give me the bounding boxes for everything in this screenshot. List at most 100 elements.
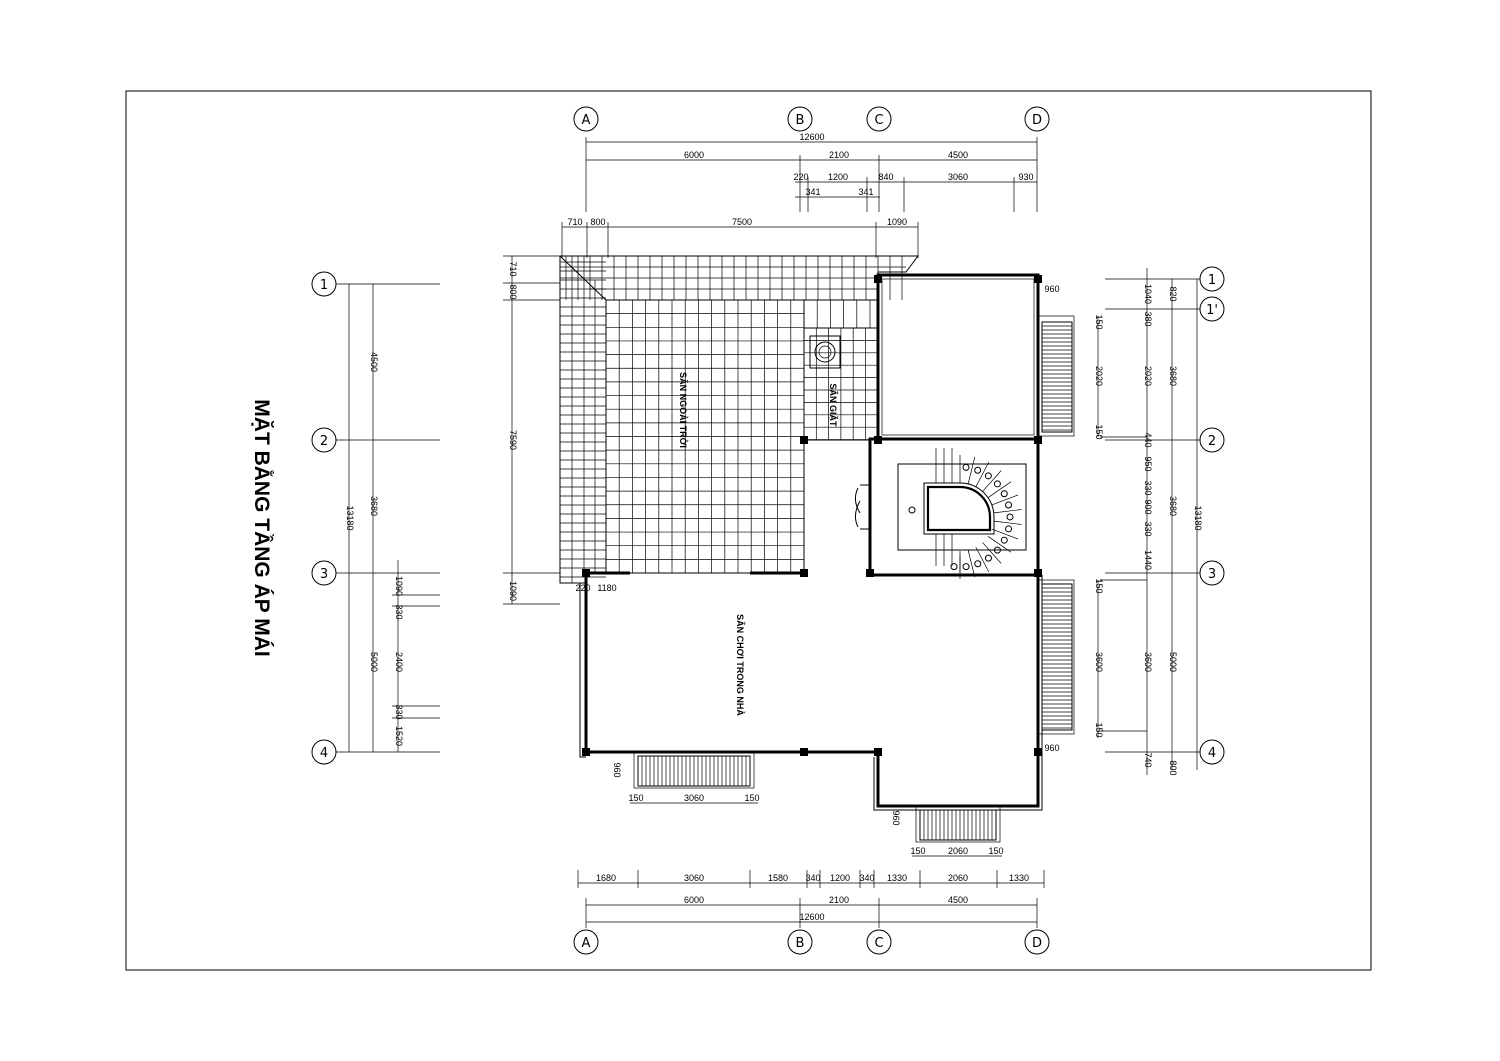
dim-top-cd: 4500 bbox=[948, 150, 968, 160]
dim-right-total: 13180 bbox=[1193, 505, 1203, 530]
balcony-bottom-right bbox=[915, 805, 1001, 843]
grid-label-right-3: 3 bbox=[1208, 567, 1216, 582]
hatch-line bbox=[982, 470, 1002, 492]
dim-top4-2: 7500 bbox=[732, 217, 752, 227]
laundry-area: SÂN GIẶT bbox=[803, 327, 879, 441]
roof-hatch-v bbox=[560, 261, 606, 578]
grid-label-right-4: 4 bbox=[1208, 746, 1216, 761]
stair-baluster bbox=[1006, 513, 1014, 521]
dim-top3-3: 3060 bbox=[948, 172, 968, 182]
grid-label-left-2: 2 bbox=[320, 434, 328, 449]
dim-left-inner-0: 1090 bbox=[394, 576, 404, 596]
balustrade-right-bottom bbox=[1042, 583, 1072, 729]
dim-bot1-8: 1330 bbox=[1009, 873, 1029, 883]
hatch-line bbox=[987, 536, 1012, 553]
hatch-line bbox=[967, 549, 976, 578]
terrace-grid bbox=[605, 299, 871, 574]
dim-right-inner-1: 820 bbox=[1168, 286, 1178, 301]
double-door bbox=[854, 484, 870, 530]
dim-bot1-2: 1580 bbox=[768, 873, 788, 883]
grid-label-bottom-a: A bbox=[582, 936, 591, 951]
dim-bal-bot-1: 150 bbox=[628, 793, 643, 803]
balustrade-right-top bbox=[1042, 321, 1072, 431]
room-label-indoor: SÂN CHƠI TRONG NHÀ bbox=[735, 614, 746, 716]
dims-balcony-bottom: 150 3060 150 960 150 2060 150 960 220 11… bbox=[575, 583, 1004, 857]
hatch-line bbox=[993, 520, 1022, 525]
grid-right: 1 1' 2 3 4 bbox=[1105, 266, 1225, 765]
hatch-line bbox=[993, 509, 1022, 514]
balcony-right-bottom bbox=[1037, 579, 1075, 735]
dim-bal-bot-2: 3060 bbox=[684, 793, 704, 803]
stair-baluster bbox=[1005, 525, 1013, 533]
dim-bal-right-0: 150 bbox=[1094, 578, 1104, 593]
grid-label-bottom-b: B bbox=[796, 936, 805, 951]
dim-bal-top-1: 150 bbox=[1094, 314, 1104, 329]
grid-label-top-b: B bbox=[796, 113, 805, 128]
grid-label-right-1: 1 bbox=[1208, 273, 1216, 288]
dim-bot-cd: 4500 bbox=[948, 895, 968, 905]
stair-baluster bbox=[974, 560, 982, 568]
dim-bal-bot2-1: 150 bbox=[910, 846, 925, 856]
dim-top4-3: 1090 bbox=[887, 217, 907, 227]
dim-bot1-0: 1680 bbox=[596, 873, 616, 883]
dim-bal-bot-3: 150 bbox=[744, 793, 759, 803]
dim-left-roof-0: 710 bbox=[508, 261, 518, 276]
dim-right-inner-8: 330 bbox=[1143, 521, 1153, 536]
dim-left-inner-3: 330 bbox=[394, 704, 404, 719]
dim-bot-total: 12600 bbox=[799, 912, 824, 922]
stair-baluster bbox=[950, 563, 958, 571]
dim-right-inner-0: 1040 bbox=[1143, 284, 1153, 304]
dim-bal-bot2-3: 150 bbox=[988, 846, 1003, 856]
grid-label-top-a: A bbox=[582, 113, 591, 128]
dim-top4-0: 710 bbox=[567, 217, 582, 227]
dim-left-roof-3: 1090 bbox=[508, 581, 518, 601]
dim-top4-1: 800 bbox=[590, 217, 605, 227]
dim-left-total: 13180 bbox=[345, 505, 355, 530]
dim-right-mid-0: 3680 bbox=[1168, 366, 1178, 386]
stair-baluster bbox=[1000, 490, 1008, 498]
sheet-border bbox=[125, 90, 1372, 971]
dim-left-inner-4: 1520 bbox=[394, 726, 404, 746]
dim-left-roof-2: 7590 bbox=[508, 430, 518, 450]
dim-right-inner-5: 950 bbox=[1143, 456, 1153, 471]
stair-baluster bbox=[984, 554, 992, 562]
columns bbox=[582, 275, 1042, 756]
dims-right: 13180 3680 3680 5000 1040 820 380 2020 4… bbox=[1044, 268, 1203, 776]
stair-baluster bbox=[993, 546, 1001, 554]
drawing-title: MẶT BẰNG TẦNG ÁP MÁI bbox=[250, 399, 274, 656]
hatch-line bbox=[991, 494, 1019, 506]
room-label-outdoor: SÂN NGOÀI TRỜI bbox=[678, 372, 689, 448]
dim-right-inner-7: 900 bbox=[1143, 499, 1153, 514]
dim-top3b-0: 341 bbox=[805, 187, 820, 197]
grid-label-top-c: C bbox=[874, 113, 883, 128]
outdoor-terrace: SÂN NGOÀI TRỜI bbox=[605, 299, 879, 574]
room-label-laundry: SÂN GIẶT bbox=[828, 383, 839, 427]
dim-bot1-7: 2060 bbox=[948, 873, 968, 883]
grid-label-top-d: D bbox=[1032, 113, 1042, 128]
stair-baluster bbox=[974, 466, 982, 474]
dim-right-mid-1: 3680 bbox=[1168, 496, 1178, 516]
dim-right-inner-6: 330 bbox=[1143, 480, 1153, 495]
dim-bot1-6: 1330 bbox=[887, 873, 907, 883]
dim-right-inner-10: 3600 bbox=[1143, 652, 1153, 672]
dim-right-inner-12: 800 bbox=[1168, 760, 1178, 775]
grid-label-bottom-d: D bbox=[1032, 936, 1042, 951]
dim-left-mid-1: 3680 bbox=[369, 496, 379, 516]
grid-label-left-1: 1 bbox=[320, 278, 328, 293]
dim-bot-bc: 2100 bbox=[829, 895, 849, 905]
grid-label-bottom-c: C bbox=[874, 936, 883, 951]
dim-right-inner-2: 380 bbox=[1143, 311, 1153, 326]
dim-left-inner-1: 330 bbox=[394, 604, 404, 619]
dims-bottom: 1680 3060 1580 340 1200 340 1330 2060 13… bbox=[577, 870, 1045, 928]
grid-label-right-2: 2 bbox=[1208, 434, 1216, 449]
dim-left-mid-2: 5000 bbox=[369, 652, 379, 672]
washer-icon bbox=[809, 335, 841, 369]
dim-left-inner-2: 2400 bbox=[394, 652, 404, 672]
hatch-line bbox=[975, 461, 990, 488]
stair-baluster bbox=[962, 563, 970, 571]
stair-treads bbox=[935, 448, 1022, 579]
dim-bal-top-0: 960 bbox=[1044, 284, 1059, 294]
dim-bot1-5: 340 bbox=[859, 873, 874, 883]
stair-baluster bbox=[962, 463, 970, 471]
